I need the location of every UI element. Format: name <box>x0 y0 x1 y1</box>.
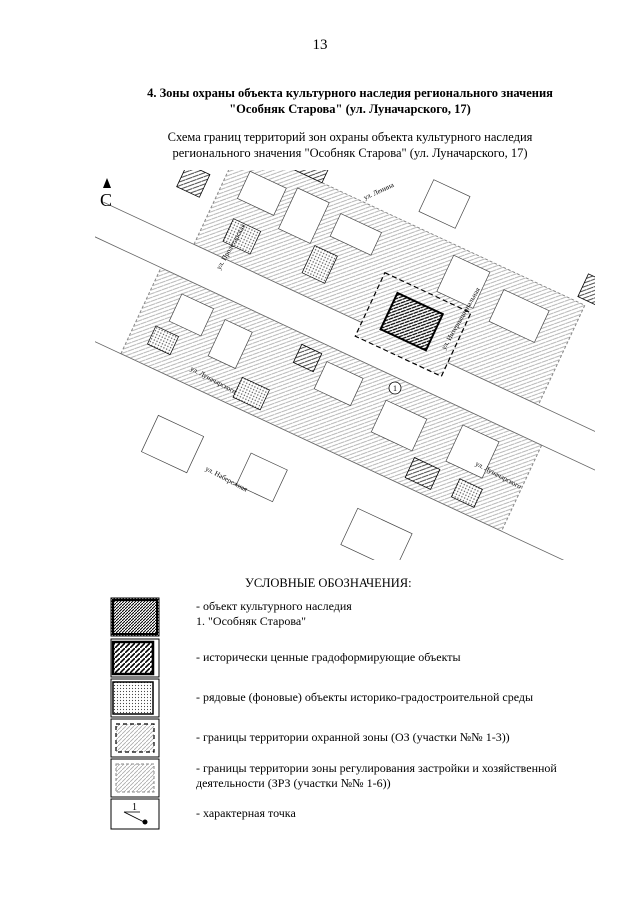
north-arrow-icon <box>103 178 111 188</box>
caption-line-1: Схема границ территорий зон охраны объек… <box>167 130 533 144</box>
legend-text-background: - рядовые (фоновые) объекты историко-гра… <box>196 690 534 704</box>
street-label-lenina: ул. Ленина <box>362 181 395 202</box>
heritage-object-starov-mansion <box>379 291 445 352</box>
scheme-caption: Схема границ территорий зон охраны объек… <box>60 129 640 161</box>
heritage-swatch-icon <box>110 597 160 637</box>
zrz-boundary-swatch-icon <box>110 758 160 798</box>
characteristic-point-icon: 1 <box>110 798 160 830</box>
caption-line-2: регионального значения "Особняк Старова"… <box>172 146 528 160</box>
heading-line-1: 4. Зоны охраны объекта культурного насле… <box>147 86 553 100</box>
page-number: 13 <box>312 37 328 53</box>
legend-text-zrz: - границы территории зоны регулирования … <box>196 761 557 790</box>
legend-text-point: - характерная точка <box>196 806 296 820</box>
legend-text-oz: - границы территории охранной зоны (ОЗ (… <box>196 730 510 744</box>
north-label: С <box>100 190 112 210</box>
oz-boundary-swatch-icon <box>110 718 160 758</box>
protection-zones-map: 1 ул. Луначарского ул. Интернациональная… <box>95 170 595 560</box>
characteristic-point-label: 1 <box>132 802 137 813</box>
section-heading: 4. Зоны охраны объекта культурного насле… <box>60 85 640 117</box>
object-marker-circle <box>388 381 402 395</box>
historical-swatch-icon <box>110 638 160 678</box>
background-swatch-icon <box>110 678 160 718</box>
legend-title: УСЛОВНЫЕ ОБОЗНАЧЕНИЯ: <box>245 576 412 590</box>
legend-text-heritage: - объект культурного наследия 1. "Особня… <box>196 599 352 628</box>
heading-line-2: "Особняк Старова" (ул. Луначарского, 17) <box>229 102 471 116</box>
object-marker-label: 1 <box>393 384 397 393</box>
legend-text-historical: - исторически ценные градоформирующие об… <box>196 650 461 664</box>
street-band-lower <box>95 319 593 560</box>
street-band <box>95 202 595 488</box>
